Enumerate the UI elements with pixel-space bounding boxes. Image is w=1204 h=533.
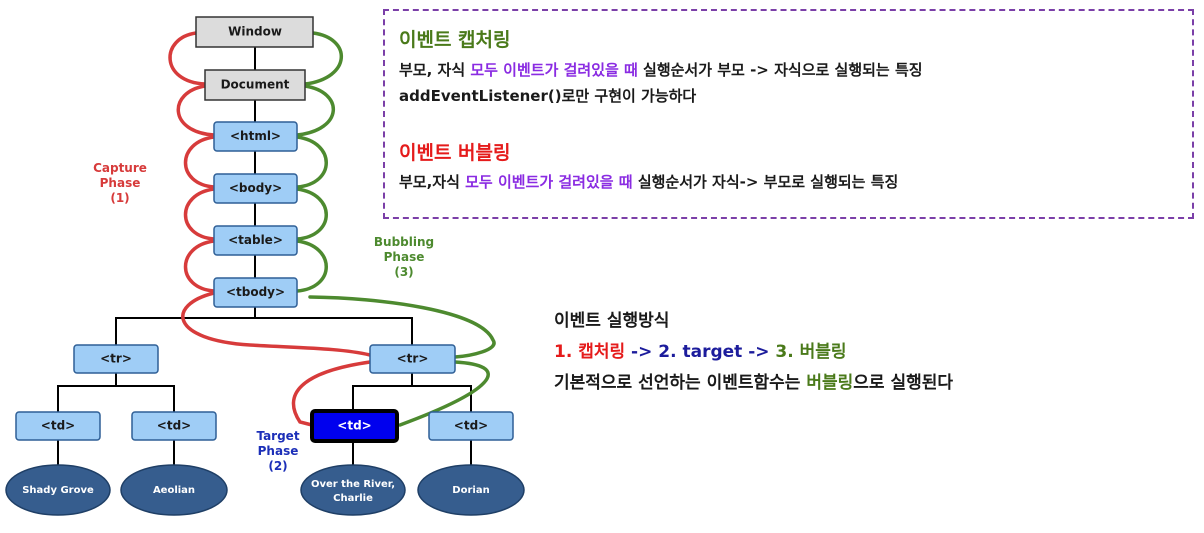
svg-text:<td>: <td> [157, 419, 191, 433]
svg-text:Over the River,: Over the River, [311, 479, 395, 490]
node-tbody: <tbody> [213, 277, 298, 308]
svg-text:(1): (1) [110, 191, 129, 205]
svg-text:Target: Target [256, 429, 299, 443]
node-table: <table> [213, 225, 298, 256]
highlight-both-events: 모두 이벤트가 걸려있을 때 [465, 173, 633, 191]
svg-text:<body>: <body> [229, 181, 282, 195]
svg-text:<td>: <td> [454, 419, 488, 433]
svg-text:Window: Window [228, 25, 282, 39]
svg-text:Bubbling: Bubbling [374, 235, 434, 249]
svg-text:Phase: Phase [100, 176, 141, 190]
svg-text:Charlie: Charlie [333, 493, 373, 504]
svg-text:Phase: Phase [384, 250, 425, 264]
svg-text:<tr>: <tr> [397, 352, 429, 366]
node-td-4: <td> [428, 411, 514, 441]
target-phase-label: Target Phase (2) [256, 429, 299, 473]
svg-text:<html>: <html> [230, 129, 281, 143]
capturing-note: addEventListener()로만 구현이 가능하다 [399, 87, 697, 105]
definition-box: 이벤트 캡처링 부모, 자식 모두 이벤트가 걸려있을 때 실행순서가 부모 -… [383, 9, 1194, 219]
leaf-aeolian: Aeolian [120, 464, 228, 516]
leaf-dorian: Dorian [417, 464, 525, 516]
svg-text:(3): (3) [394, 265, 413, 279]
svg-text:<td>: <td> [337, 419, 371, 433]
node-td-target: <td> [310, 409, 399, 443]
svg-text:<td>: <td> [41, 419, 75, 433]
tree-connectors [57, 47, 472, 466]
node-window: Window [195, 16, 314, 48]
svg-text:<tbody>: <tbody> [226, 285, 285, 299]
svg-text:<table>: <table> [228, 233, 283, 247]
capture-arcs [168, 31, 372, 427]
highlight-both-events: 모두 이벤트가 걸려있을 때 [470, 61, 638, 79]
svg-text:(2): (2) [268, 459, 287, 473]
bubbling-phase-label: Bubbling Phase (3) [374, 235, 434, 279]
node-html: <html> [213, 121, 298, 152]
method-title: 이벤트 실행방식 [554, 311, 670, 331]
node-document: Document [204, 69, 306, 101]
svg-text:<tr>: <tr> [100, 352, 132, 366]
method-steps: 1. 캡처링 -> 2. target -> 3. 버블링 [554, 342, 847, 362]
event-flow-diagram: Window Document <html> <body> <table> <t… [5, 16, 525, 516]
node-tr-right: <tr> [369, 344, 456, 374]
svg-text:Capture: Capture [93, 161, 147, 175]
method-note: 기본적으로 선언하는 이벤트함수는 버블링으로 실행된다 [554, 373, 954, 393]
leaf-shady-grove: Shady Grove [5, 464, 111, 516]
svg-text:Phase: Phase [258, 444, 299, 458]
capturing-description: 부모, 자식 모두 이벤트가 걸려있을 때 실행순서가 부모 -> 자식으로 실… [399, 61, 923, 79]
node-body: <body> [213, 173, 298, 204]
leaf-over-the-river: Over the River, Charlie [300, 464, 406, 516]
node-tr-left: <tr> [73, 344, 159, 374]
node-td-1: <td> [15, 411, 101, 441]
capture-phase-label: Capture Phase (1) [93, 161, 147, 205]
bubbling-description: 부모,자식 모두 이벤트가 걸려있을 때 실행순서가 자식-> 부모로 실행되는… [399, 173, 899, 191]
svg-text:Dorian: Dorian [452, 485, 489, 496]
node-td-2: <td> [131, 411, 217, 441]
bubbling-title: 이벤트 버블링 [399, 142, 511, 164]
svg-text:Shady Grove: Shady Grove [22, 485, 94, 496]
svg-text:Document: Document [221, 78, 290, 92]
svg-text:Aeolian: Aeolian [153, 485, 195, 496]
capturing-title: 이벤트 캡처링 [399, 29, 511, 51]
